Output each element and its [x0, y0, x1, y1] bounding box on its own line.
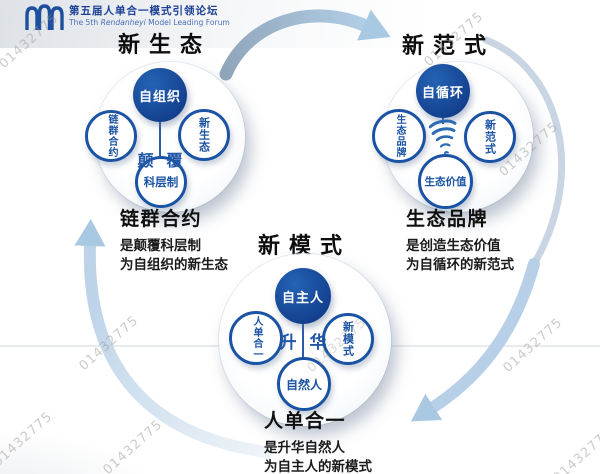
node-bottom: 自然人 [277, 357, 331, 411]
watermark: 01432775 [76, 313, 142, 374]
node-right: 新模式 [322, 313, 374, 365]
node-right: 新范式 [464, 111, 516, 163]
connector-line [302, 322, 304, 360]
center-label: 颠覆 [137, 151, 183, 170]
node-top-self-circulation: 自循环 [416, 64, 470, 118]
node-right: 新生态 [178, 109, 230, 161]
node-left: 链群合约 [85, 110, 137, 162]
caption-ecosystem-brand: 生态品牌 是创造生态价值 为自循环的新范式 [406, 208, 514, 273]
node-bottom: 生态价值 [418, 154, 473, 209]
node-top-autonomous-person: 自主人 [275, 268, 331, 324]
node-left: 生态品牌 [372, 109, 426, 163]
watermark: 01432775 [550, 425, 600, 474]
cluster-title: 新生态 [117, 33, 211, 58]
node-top-self-organization: 自组织 [133, 68, 187, 122]
forum-logo-icon [25, 4, 64, 30]
forum-logo: 第五届人单合一模式引领论坛 The 5th Rendanheyi Model L… [24, 3, 230, 32]
caption-chain-group-contract: 链群合约 是颠覆科层制 为自组织的新生态 [120, 208, 228, 273]
connector-line [159, 120, 161, 160]
node-bottom: 科层制 [135, 156, 187, 208]
forum-title-en: The 5th Rendanheyi Model Leading Forum [69, 18, 230, 27]
arrow-right [411, 258, 540, 422]
forum-logo-text: 第五届人单合一模式引领论坛 The 5th Rendanheyi Model L… [69, 3, 230, 28]
caption-rendanheyi: 人单合一 是升华自然人 为自主人的新模式 [264, 410, 372, 474]
background-wash-bottom-left [0, 430, 160, 474]
spiral-icon [429, 119, 457, 155]
forum-title-cn: 第五届人单合一模式引领论坛 [69, 5, 219, 17]
cluster-title: 新范式 [401, 34, 495, 59]
center-label: 升华 [279, 333, 327, 353]
